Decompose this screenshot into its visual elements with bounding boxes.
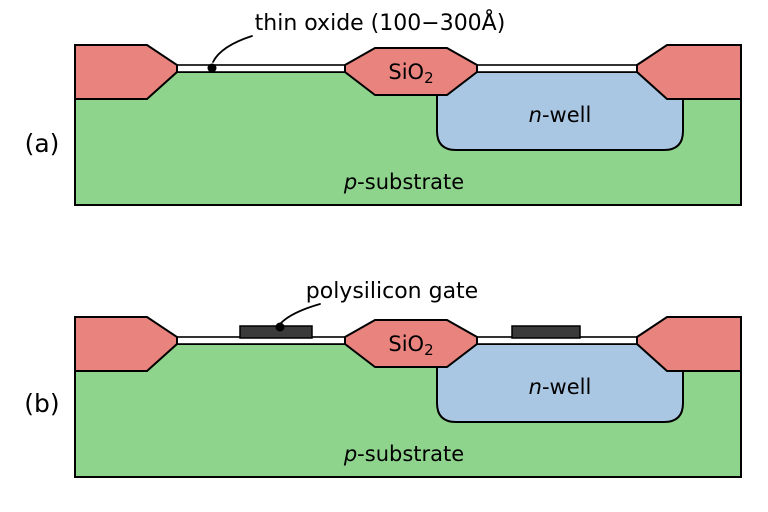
field-oxide-right [636,44,742,100]
thin-oxide-annotation-leader [212,35,253,63]
field-oxide-center [344,319,478,368]
polysilicon-gate-right [511,325,581,339]
polysilicon-gate-annotation-dot [275,322,285,332]
thin-oxide-annotation-dot [207,63,217,73]
sio2-label: SiO2 [388,332,433,359]
panel-b-label: (b) [24,389,59,418]
panel-a: (a) SiO2 n-well p-substrate thin oxide (… [25,9,742,206]
field-oxide-right [636,316,742,372]
thin-oxide-annotation-text: thin oxide (100−300Å) [255,9,506,36]
field-oxide-center [344,47,478,96]
polysilicon-gate-annotation-text: polysilicon gate [306,279,478,304]
n-well-label: n-well [529,375,592,399]
sio2-label: SiO2 [388,60,433,87]
p-substrate-label: p-substrate [343,170,464,194]
field-oxide-left [74,316,178,372]
panel-b: (b) SiO2 n-well p-substrate polysilicon … [24,279,742,478]
field-oxide-left [74,44,178,100]
panel-a-label: (a) [25,129,60,158]
p-substrate-label: p-substrate [343,442,464,466]
n-well-region [436,343,684,423]
n-well-region [436,71,684,151]
polysilicon-gate-annotation-leader [280,303,321,324]
n-well-label: n-well [529,103,592,127]
